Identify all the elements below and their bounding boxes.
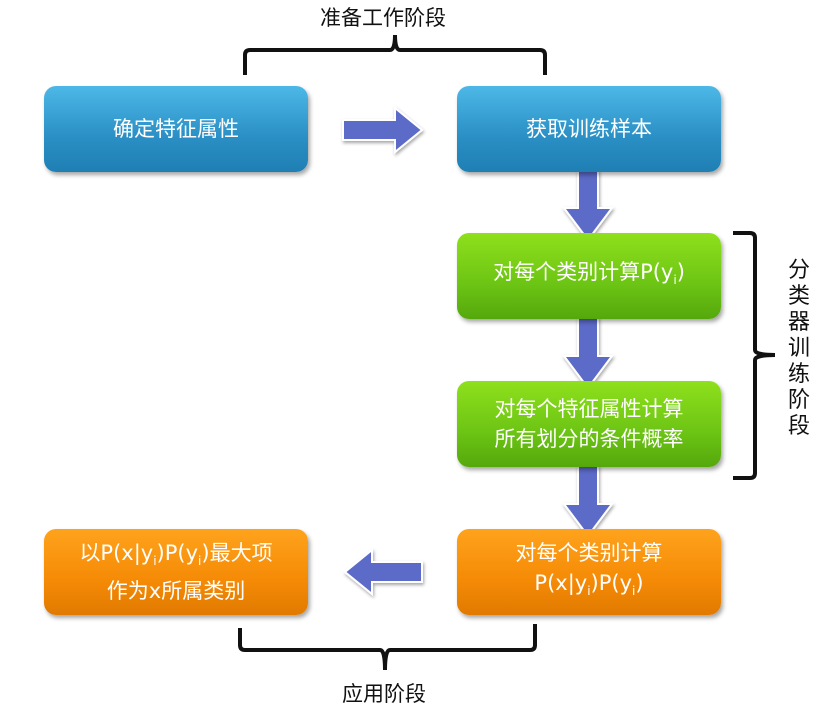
step-class-prior: 对每个类别计算P(yi) bbox=[457, 233, 721, 319]
arrow-down-2 bbox=[562, 317, 614, 390]
brace-right bbox=[733, 231, 776, 480]
phase-label-train: 分类器训练阶段 bbox=[788, 258, 811, 439]
step-determine-features: 确定特征属性 bbox=[44, 86, 308, 172]
arrow-down-3 bbox=[562, 465, 614, 538]
step-get-samples: 获取训练样本 bbox=[457, 86, 721, 172]
phase-label-prep: 准备工作阶段 bbox=[320, 6, 446, 30]
step-text: 确定特征属性 bbox=[113, 117, 239, 141]
step-text-line1: 对每个特征属性计算 bbox=[494, 397, 684, 421]
step-text-line1: 对每个类别计算 bbox=[515, 540, 663, 565]
phase-label-apply: 应用阶段 bbox=[342, 682, 426, 706]
step-text-line1: 以P(x|yi)P(yi)最大项 bbox=[79, 540, 273, 569]
step-compute-posterior: 对每个类别计算 P(x|yi)P(yi) bbox=[457, 529, 721, 615]
arrow-left bbox=[343, 547, 423, 597]
arrow-right bbox=[342, 105, 424, 155]
arrow-down-1 bbox=[562, 169, 614, 242]
step-text-line2: P(x|yi)P(yi) bbox=[534, 570, 644, 599]
step-text-line2: 所有划分的条件概率 bbox=[494, 427, 684, 451]
step-conditional-prob: 对每个特征属性计算所有划分的条件概率 bbox=[457, 381, 721, 467]
step-choose-max: 以P(x|yi)P(yi)最大项作为x所属类别 bbox=[44, 529, 308, 615]
step-text: 对每个类别计算P(yi) bbox=[493, 259, 685, 288]
step-text: 获取训练样本 bbox=[526, 117, 652, 141]
brace-top bbox=[243, 34, 547, 75]
step-text-line2: 作为x所属类别 bbox=[106, 579, 246, 604]
brace-bottom bbox=[238, 624, 537, 671]
